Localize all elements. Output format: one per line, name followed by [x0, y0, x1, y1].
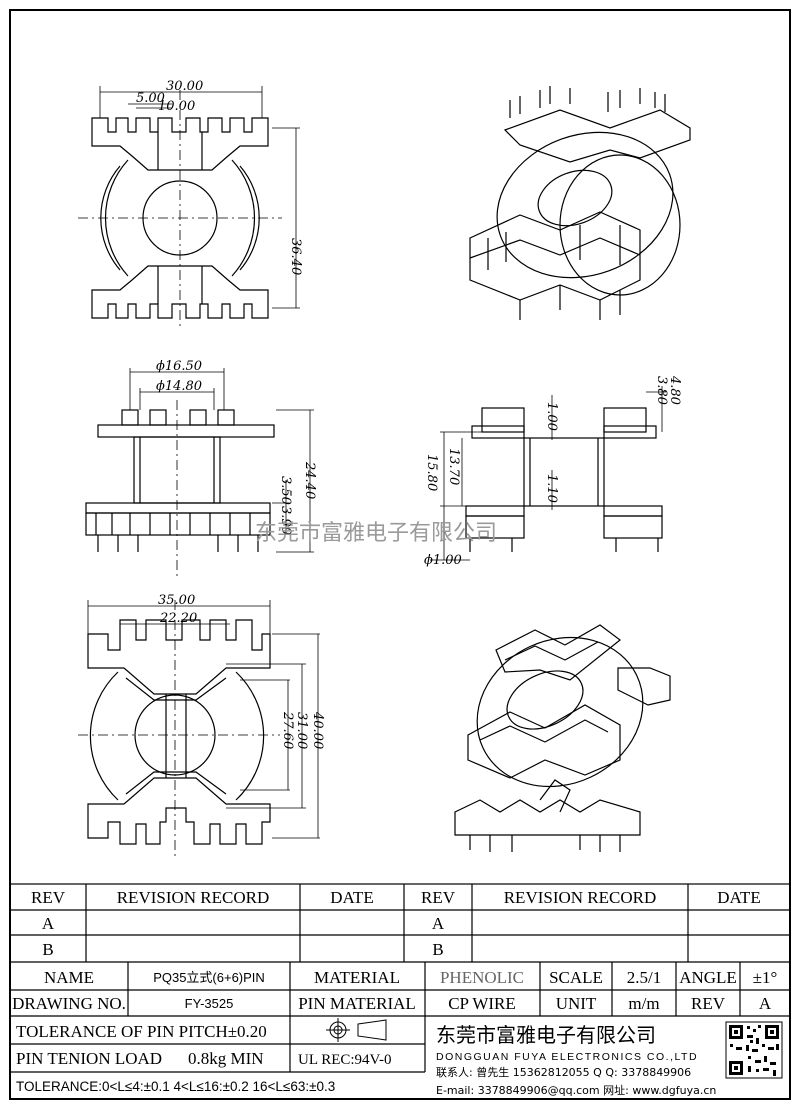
dim-front-350: 3.50 — [278, 476, 293, 505]
title-block-grid — [9, 883, 791, 1100]
iso-view-bottom — [454, 624, 671, 852]
date-header-right: DATE — [717, 888, 760, 907]
unit-label: UNIT — [556, 994, 597, 1013]
dim-top-height: 36.40 — [288, 238, 303, 275]
pin-material-value: CP WIRE — [448, 994, 516, 1013]
company-name-en: DONGGUAN FUYA ELECTRONICS CO.,LTD — [436, 1051, 698, 1063]
ul-rating: UL REC:94V-0 — [298, 1052, 391, 1068]
dim-bottom-4000: 40.00 — [310, 711, 325, 749]
dim-side-1580: 15.80 — [424, 454, 439, 491]
rev-a-left: A — [42, 914, 55, 933]
unit-value: m/m — [628, 994, 659, 1013]
front-view — [85, 409, 275, 552]
dim-bottom-width: 35.00 — [158, 593, 195, 608]
rev-label: REV — [691, 994, 726, 1013]
email-line: E-mail: 3378849906@qq.com 网址: www.dgfuya… — [436, 1083, 716, 1097]
rev-header-right: REV — [421, 888, 456, 907]
dim-front-od: ϕ16.50 — [156, 359, 202, 374]
dim-bottom-2760: 27.60 — [280, 711, 295, 749]
scale-value: 2.5/1 — [627, 968, 661, 987]
rev-b-right: B — [432, 940, 443, 959]
side-view-dimension-lines — [430, 386, 666, 561]
date-header-left: DATE — [330, 888, 373, 907]
dim-bottom-3100: 31.00 — [294, 712, 309, 749]
revision-record-header-right: REVISION RECORD — [504, 888, 657, 907]
dim-side-480: 4.80 — [667, 375, 682, 405]
rev-b-left: B — [42, 940, 53, 959]
watermark: 东莞市富雅电子有限公司 — [255, 521, 497, 546]
contact-line: 联系人: 曾先生 15362812055 Q Q: 3378849906 — [436, 1065, 691, 1079]
general-tolerance: TOLERANCE:0<L≤4:±0.1 4<L≤16:±0.2 16<L≤63… — [16, 1079, 335, 1094]
revision-record-header-left: REVISION RECORD — [117, 888, 270, 907]
dim-side-100: 1.00 — [544, 402, 559, 431]
qr-code-icon — [725, 1021, 783, 1079]
front-view-dimension-lines — [129, 368, 314, 553]
dim-side-pin: ϕ1.00 — [424, 553, 462, 568]
angle-label: ANGLE — [679, 968, 737, 987]
name-label: NAME — [44, 968, 94, 987]
dim-front-id: ϕ14.80 — [156, 379, 202, 394]
company-name-cn: 东莞市富雅电子有限公司 — [436, 1023, 656, 1047]
dim-front-390: 3.90 — [278, 506, 293, 535]
angle-value: ±1° — [753, 968, 778, 987]
bottom-view — [87, 619, 271, 845]
dim-side-1370: 13.70 — [446, 448, 461, 485]
pin-tension-value: 0.8kg MIN — [188, 1049, 264, 1068]
dim-bottom-inner: 22.20 — [159, 611, 197, 626]
drawing-no-label: DRAWING NO. — [12, 994, 126, 1013]
iso-view-top — [469, 86, 691, 320]
tolerance-pin-pitch: TOLERANCE OF PIN PITCH±0.20 — [16, 1022, 267, 1041]
pin-material-label: PIN MATERIAL — [298, 994, 416, 1013]
sheet-border — [9, 9, 791, 1100]
dim-top-width: 30.00 — [166, 79, 203, 94]
bottom-view-centerlines — [78, 600, 280, 860]
rev-value: A — [759, 994, 772, 1013]
top-view-centerlines — [78, 90, 282, 330]
dim-top-pitch10: 10.00 — [158, 99, 195, 114]
dim-front-height: 24.40 — [302, 461, 317, 499]
bottom-view-dimension-lines — [87, 600, 320, 839]
material-value: PHENOLIC — [440, 968, 524, 987]
scale-label: SCALE — [549, 968, 603, 987]
dim-side-110: 1.10 — [544, 474, 559, 503]
top-view-dimension-lines — [99, 86, 300, 309]
rev-header-left: REV — [31, 888, 66, 907]
name-value: PQ35立式(6+6)PIN — [153, 970, 265, 985]
rev-a-right: A — [432, 914, 445, 933]
material-label: MATERIAL — [314, 968, 400, 987]
pin-tension-label: PIN TENION LOAD — [16, 1049, 162, 1068]
dim-top-pitch5: 5.00 — [136, 91, 165, 106]
dim-side-380: 3.80 — [654, 376, 669, 405]
projection-symbol-icon — [326, 1018, 387, 1042]
drawing-no-value: FY-3525 — [185, 996, 234, 1011]
